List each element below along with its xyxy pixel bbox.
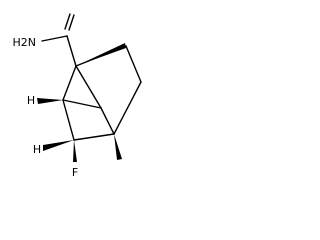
bond-carbonyl-1: [64, 13, 71, 30]
atom-labels: H2N H H F: [13, 36, 79, 179]
bond-c1-c7: [75, 45, 127, 67]
molecule-structure: H2N H H F: [13, 13, 142, 179]
label-amide-nh2: H2N: [13, 36, 37, 49]
bond-amide-c1: [66, 35, 77, 67]
wedge-c3-f: [73, 140, 77, 162]
bond-c1-c2: [62, 65, 77, 101]
label-hydrogen-upper: H: [27, 94, 35, 107]
bond-c3-c4: [73, 133, 115, 141]
wedge-c4-methyl: [114, 134, 122, 160]
bond-c2-c3: [62, 99, 75, 141]
bond-c8-c5: [113, 81, 142, 135]
bonds: [37, 13, 142, 162]
wedge-c2-h: [37, 98, 63, 104]
bond-carbonyl-2: [68, 14, 75, 31]
label-hydrogen-lower: H: [33, 143, 41, 156]
bond-c7-c8: [125, 45, 142, 83]
bond-c4-c6: [100, 107, 115, 135]
wedge-c3-h: [43, 140, 74, 151]
bond-c1-c6: [75, 65, 102, 109]
bond-c6-c2: [62, 99, 102, 109]
bond-amide-n: [41, 35, 68, 42]
label-fluorine: F: [72, 166, 78, 179]
